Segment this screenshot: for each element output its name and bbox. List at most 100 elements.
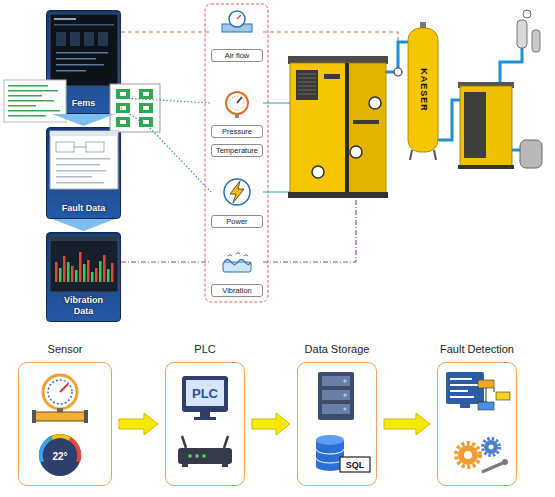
pressure-gauge	[235, 114, 239, 118]
power-symbol	[224, 179, 250, 205]
thermometer-dial	[39, 434, 81, 476]
compressor	[394, 68, 402, 76]
sensor-wire	[263, 178, 318, 192]
plc-monitor	[182, 376, 228, 412]
process-box: Fault Detection	[437, 362, 517, 486]
icon-grid	[139, 103, 153, 113]
pressure-gauge	[226, 92, 248, 114]
report-thumbnail	[8, 90, 58, 92]
flowchart-screen	[450, 390, 468, 392]
step-heading: PLC	[136, 342, 274, 356]
dashboard-screenshot	[50, 14, 118, 86]
report-thumbnail	[8, 85, 60, 117]
temperature-value: 22°	[52, 452, 67, 462]
vibration-screenshot	[99, 261, 102, 282]
sensor-box: Temperature	[211, 141, 263, 157]
air-pipe	[438, 100, 460, 140]
gear-icon	[489, 445, 494, 450]
air-pipe	[386, 42, 408, 72]
sensor-wire	[263, 32, 398, 262]
server-rack	[318, 372, 354, 420]
compressor	[324, 74, 340, 79]
air-tank	[420, 22, 426, 30]
gear-icon	[456, 439, 508, 473]
process-box: Data Storage	[297, 362, 377, 486]
icon-grid	[143, 120, 149, 124]
pressure-gauge	[226, 92, 248, 118]
fault-screenshot	[56, 158, 110, 160]
step-heading: Fault Detection	[408, 342, 546, 356]
icon-grid	[110, 84, 160, 132]
sensor-container	[205, 4, 268, 302]
fault-screenshot	[56, 182, 104, 184]
sensor-wire	[263, 102, 369, 103]
server-rack	[343, 379, 346, 382]
vibration-screenshot	[50, 236, 118, 292]
air-dryer	[458, 165, 514, 169]
sensor-container	[205, 4, 268, 302]
router-icon	[188, 454, 192, 458]
air-pipe	[386, 42, 522, 150]
thermometer-dial	[52, 436, 70, 439]
dashboard-screenshot	[56, 52, 108, 54]
plc-monitor	[200, 412, 210, 417]
gauge-icon	[32, 410, 36, 423]
flowchart-screen	[450, 378, 472, 380]
flowchart-screen	[446, 372, 484, 404]
airflow-meter	[229, 11, 245, 27]
sensor-label: Air flow	[211, 49, 263, 62]
icon-grid	[120, 120, 126, 124]
compressor	[288, 56, 402, 198]
data-panel: Vibration Data	[46, 232, 121, 322]
router-icon	[195, 454, 199, 458]
router-icon	[178, 436, 232, 467]
vibration-screenshot	[75, 270, 78, 282]
flowchart-screen	[478, 388, 494, 402]
plc-monitor	[194, 417, 216, 420]
air-dryer	[458, 82, 514, 169]
flowchart-screen	[460, 404, 470, 408]
thermometer-dial	[41, 438, 52, 462]
sensor-label: Power	[211, 215, 263, 228]
compressor	[353, 120, 379, 124]
vibration-screenshot	[71, 266, 74, 282]
router-icon	[178, 448, 232, 464]
air-tank	[410, 150, 412, 160]
icon-grid	[120, 92, 126, 96]
step-heading: Data Storage	[268, 342, 406, 356]
database-icon	[316, 435, 344, 445]
vibration-screenshot	[63, 256, 66, 282]
step-heading: Sensor	[0, 342, 141, 356]
vibration-screenshot	[55, 262, 58, 282]
report-thumbnail	[8, 95, 42, 97]
signal-line	[121, 108, 211, 192]
fault-screenshot	[74, 147, 86, 148]
gear-icon	[484, 440, 498, 454]
compressor	[369, 97, 381, 109]
icon-grid	[139, 89, 153, 99]
airflow-meter	[222, 24, 252, 32]
compressor	[288, 56, 388, 64]
dashboard-screenshot	[56, 32, 66, 46]
report-thumbnail	[8, 85, 48, 87]
data-panel: Fems	[46, 10, 121, 114]
router-icon	[222, 464, 228, 467]
gear-icon	[464, 451, 472, 459]
icon-grid	[110, 84, 160, 132]
vibration-screenshot	[103, 255, 106, 282]
flowchart-screen	[478, 380, 494, 388]
compressor	[298, 86, 316, 87]
gear-icon	[458, 445, 478, 465]
dashboard-screenshot	[50, 14, 118, 86]
gear-icon	[502, 459, 508, 465]
flow-arrow	[384, 413, 430, 435]
air-filter	[523, 10, 531, 18]
router-icon	[182, 436, 186, 448]
dashboard-screenshot	[56, 58, 96, 60]
vibration-screenshot	[83, 264, 86, 282]
icon-grid	[116, 103, 130, 113]
signal-line	[121, 31, 211, 32]
compressor	[298, 94, 316, 95]
